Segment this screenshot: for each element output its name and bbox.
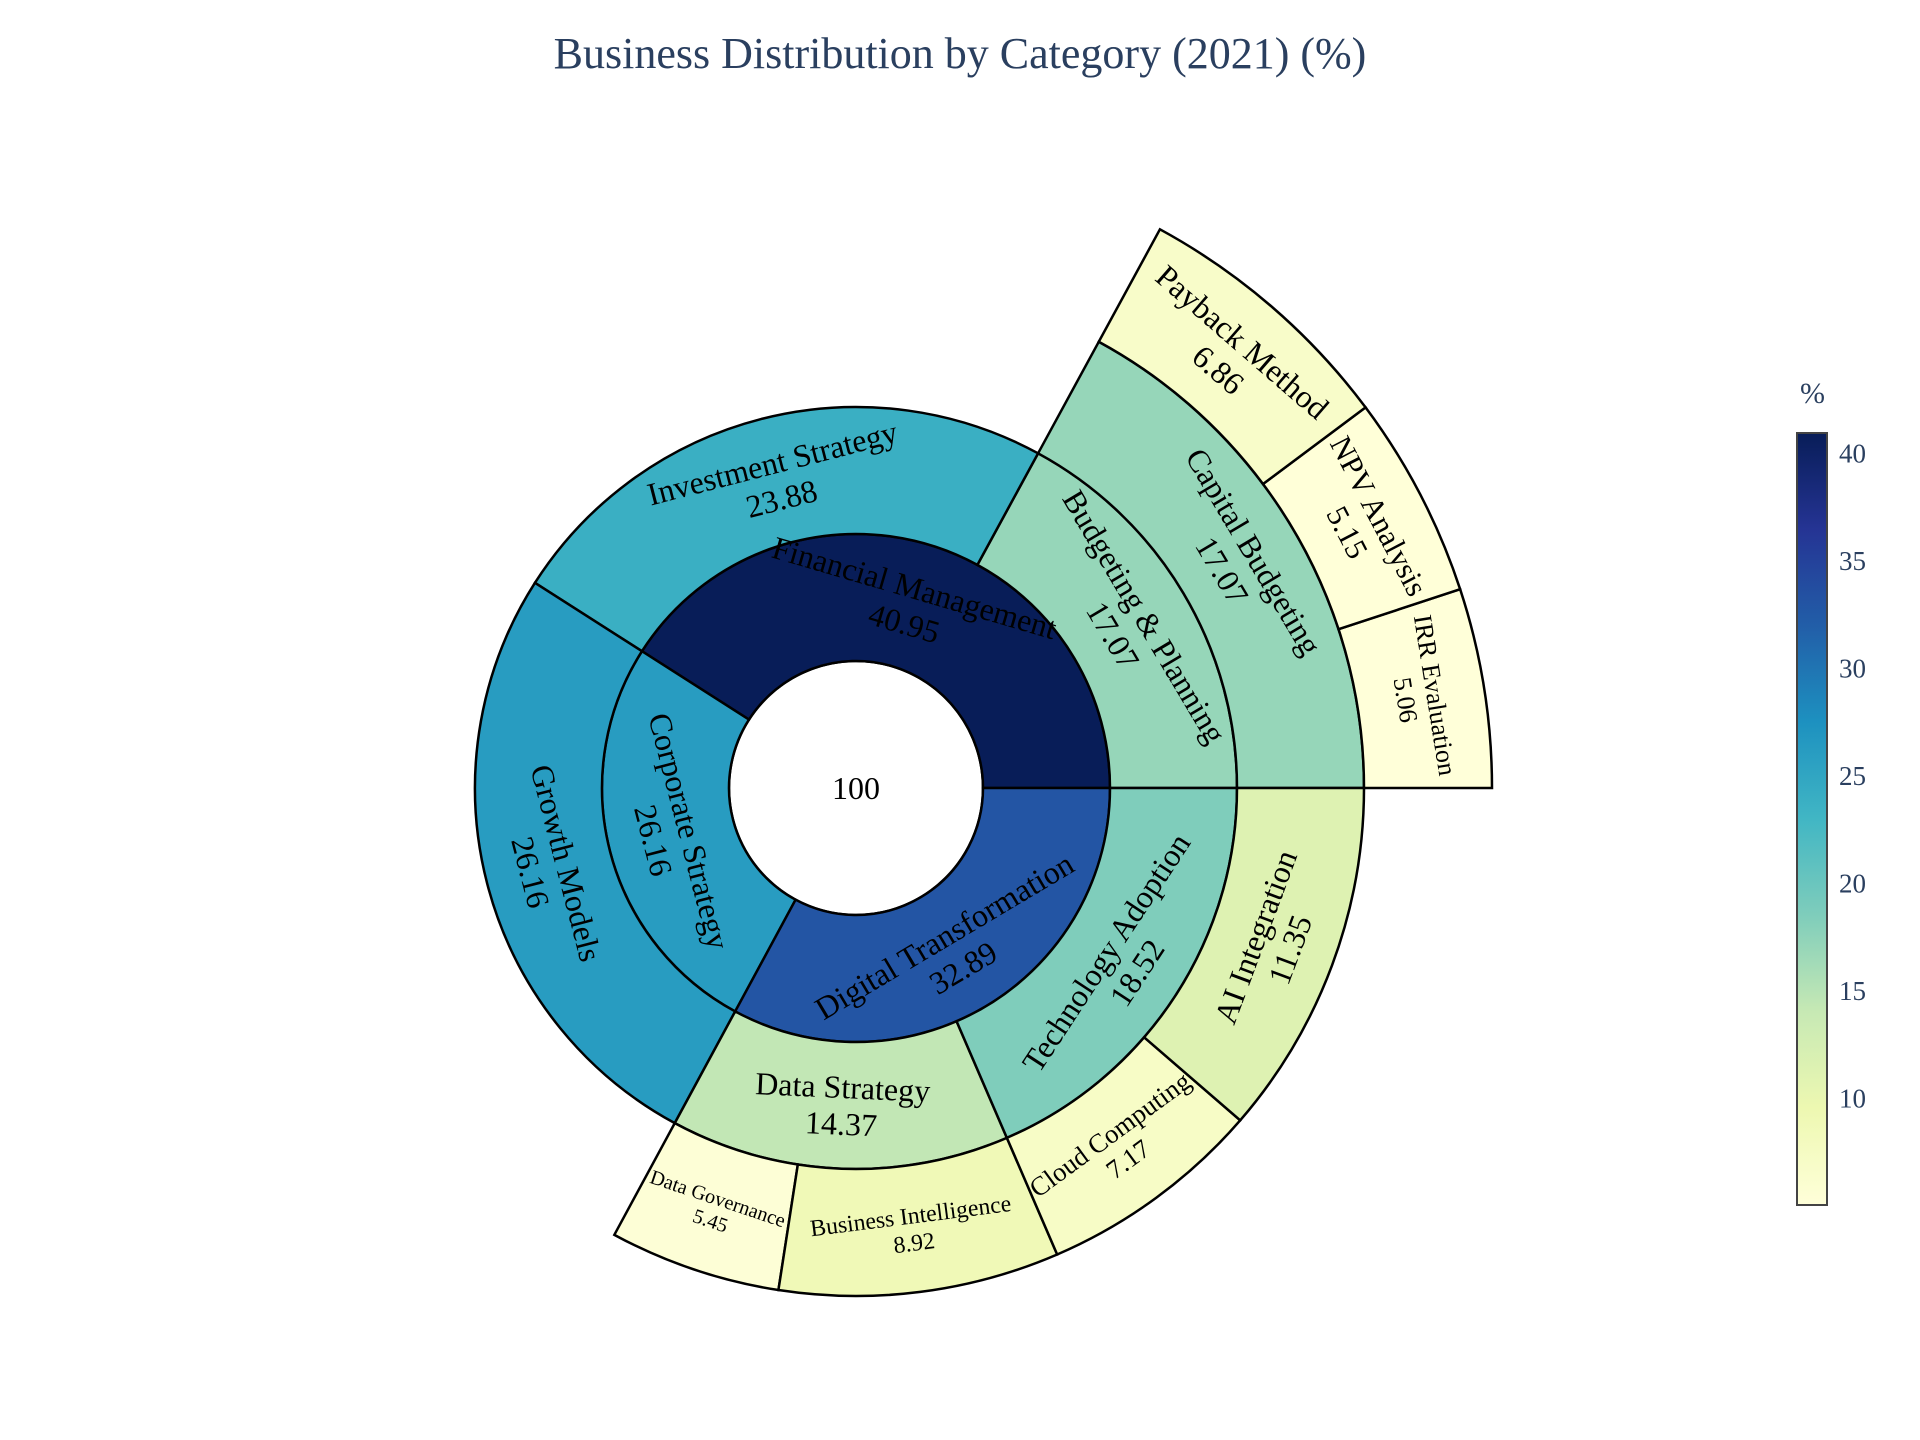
sunburst-segments: [473, 227, 1494, 1298]
colorbar-tick-25: 25: [1839, 761, 1866, 791]
chart-title: Business Distribution by Category (2021)…: [553, 29, 1367, 78]
segment-ai-integration[interactable]: [1142, 786, 1366, 1123]
label-root: 100: [832, 770, 880, 806]
segment-investment-strategy[interactable]: [533, 405, 1040, 653]
segment-payback-method[interactable]: [1097, 227, 1368, 486]
colorbar-tick-15: 15: [1839, 976, 1866, 1006]
colorbar-tick-20: 20: [1839, 869, 1866, 899]
colorbar-tick-35: 35: [1839, 546, 1866, 576]
colorbar-gradient: [1796, 432, 1828, 1206]
segment-growth-models[interactable]: [473, 581, 737, 1125]
colorbar-tick-40: 40: [1839, 438, 1866, 468]
colorbar-title: %: [1800, 377, 1825, 410]
colorbar-tick-10: 10: [1839, 1084, 1866, 1114]
colorbar-tick-30: 30: [1839, 654, 1866, 684]
label-data-strategy: Data Strategy14.37: [753, 1065, 931, 1145]
colorbar: % 10 15 20 25 30 35 40: [1796, 377, 1866, 1206]
